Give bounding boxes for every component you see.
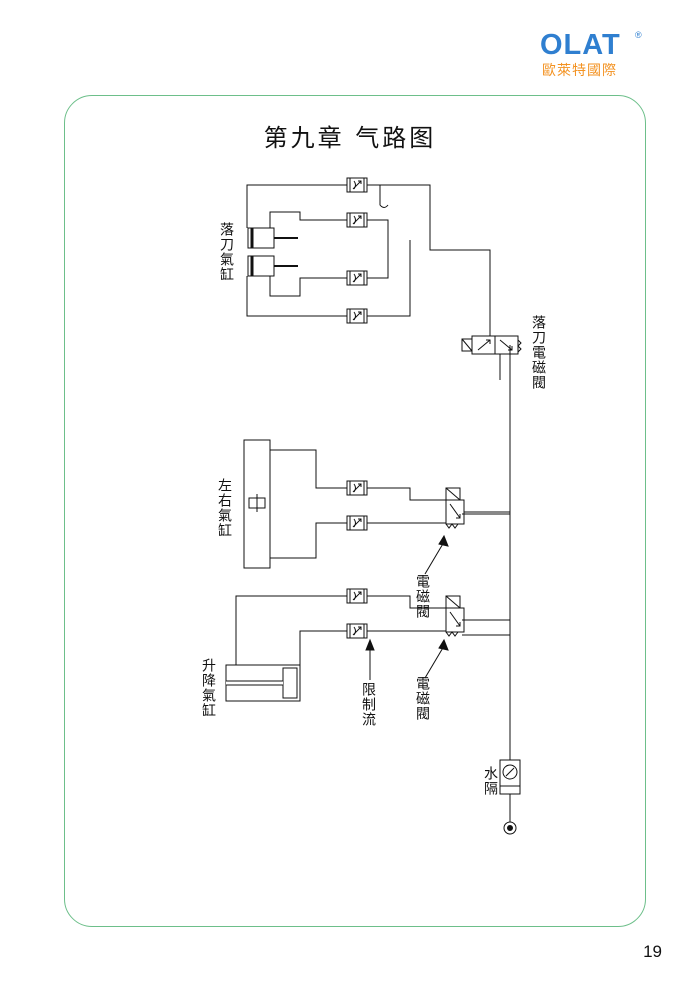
tool-drop-cylinders: [247, 227, 298, 277]
label-left-right-cylinder: 左右氣缸: [216, 478, 232, 538]
label-solenoid-2: 電磁閥: [414, 676, 430, 721]
label-flow-limiter: 限制流: [360, 682, 376, 727]
content-frame: [64, 95, 646, 927]
water-separator: [499, 759, 521, 795]
chapter-title: 第九章 气路图: [263, 124, 437, 152]
page-number: 19: [643, 942, 662, 961]
solenoid-valve-1: [445, 487, 510, 529]
solenoid-valve-2: [445, 595, 465, 637]
label-tool-drop-solenoid: 落刀電磁閥: [530, 315, 546, 390]
solenoid-2-pointer: [424, 645, 445, 679]
air-supply-port: [503, 821, 517, 835]
flow-control-valves: [346, 177, 368, 639]
logo-chinese-name: 歐萊特國際: [542, 63, 617, 79]
solenoid-1-pointer: [424, 541, 445, 575]
label-solenoid-1: 電磁閥: [414, 574, 430, 619]
label-tool-drop-cylinder: 落刀氣缸: [218, 222, 234, 282]
logo-wordmark: OLAT: [540, 29, 621, 61]
brand-logo: OLAT ® 歐萊特國際: [540, 29, 650, 79]
label-lift-cylinder: 升降氣缸: [200, 658, 216, 718]
left-right-cylinder: [243, 439, 271, 569]
label-water-separator: 水隔: [482, 766, 498, 796]
tool-drop-solenoid-valve: [461, 335, 522, 355]
registered-mark: ®: [635, 30, 642, 40]
lift-cylinder: [225, 664, 301, 702]
